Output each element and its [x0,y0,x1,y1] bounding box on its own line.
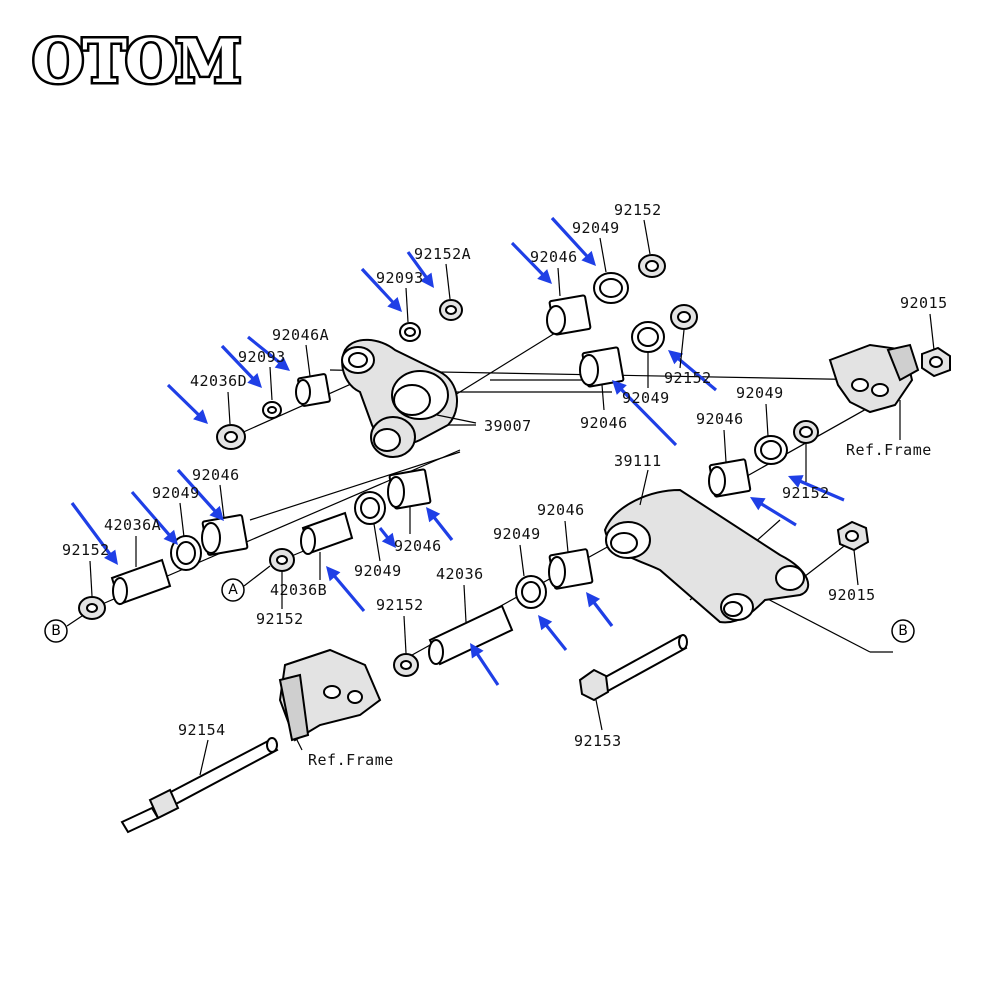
highlight-arrow [788,475,845,502]
logo-text: OTOM [32,27,240,97]
label-92152-l1: 92152 [62,541,110,559]
highlight-arrow [750,497,797,527]
highlight-arrow [166,383,208,424]
label-92152-r2: 92152 [782,484,830,502]
highlight-arrow [406,251,434,288]
label-92049-r2: 92049 [736,384,784,402]
link-39007 [341,338,477,458]
label-92049-r1: 92049 [622,389,670,407]
label-39111: 39111 [614,452,662,470]
brand-logo: OTOM [30,25,255,100]
highlight-arrow [220,344,262,388]
marker-B-left-label: B [51,623,61,639]
marker-B-right-label: B [898,623,908,639]
link-39111 [603,469,810,624]
label-42036: 42036 [436,565,484,583]
shaft-92154 [120,737,279,834]
label-92046-top: 92046 [530,248,578,266]
label-leaders [89,219,935,776]
highlight-arrow [550,216,596,266]
ref-frame-left [278,648,382,742]
marker-A: A [221,565,271,602]
label-ref-frame-right: Ref.Frame [846,441,932,459]
highlight-arrow [247,335,290,371]
label-92015-top: 92015 [900,294,948,312]
highlight-arrow [470,643,500,686]
label-92049-l1: 92049 [152,484,200,502]
label-42036A: 42036A [104,516,161,534]
label-92152-top: 92152 [614,201,662,219]
label-92049-top: 92049 [572,219,620,237]
marker-B-right: B [891,619,915,643]
bolt-92153 [578,634,688,702]
highlight-arrow [326,566,366,612]
highlight-arrow [612,380,678,447]
label-92046-r2: 92046 [696,410,744,428]
label-42036D: 42036D [190,372,247,390]
label-92093-a: 92093 [376,269,424,287]
label-92049-m1: 92049 [354,562,402,580]
highlight-arrow [360,267,402,312]
highlight-arrow [510,241,552,284]
highlight-arrow [426,507,454,541]
highlight-arrow [176,468,224,521]
label-92152A: 92152A [414,245,471,263]
label-92046-m2: 92046 [537,501,585,519]
label-92049-m2: 92049 [493,525,541,543]
label-92046-m1: 92046 [394,537,442,555]
marker-B-left: B [44,615,83,643]
ref-frame-right [828,343,920,414]
part-labels: 92152 92049 92152A 92046 92093 92046A 92… [62,201,948,769]
label-92153: 92153 [574,732,622,750]
highlight-arrow [70,502,118,565]
highlight-arrow [130,491,178,545]
label-ref-frame-left: Ref.Frame [308,751,394,769]
label-92152-m2: 92152 [376,596,424,614]
bearing-parts [78,254,951,677]
label-92154: 92154 [178,721,226,739]
highlight-arrow [378,527,396,548]
highlight-arrow [538,615,568,651]
label-92015-bot: 92015 [828,586,876,604]
label-92093-b: 92093 [238,348,286,366]
label-92046A: 92046A [272,326,329,344]
highlight-arrow [586,592,614,627]
marker-A-label: A [228,582,238,598]
label-92152-r1: 92152 [664,369,712,387]
label-92046-l1: 92046 [192,466,240,484]
label-92152-m1: 92152 [256,610,304,628]
label-42036B: 42036B [270,581,327,599]
label-92046-r1: 92046 [580,414,628,432]
label-39007: 39007 [484,417,532,435]
